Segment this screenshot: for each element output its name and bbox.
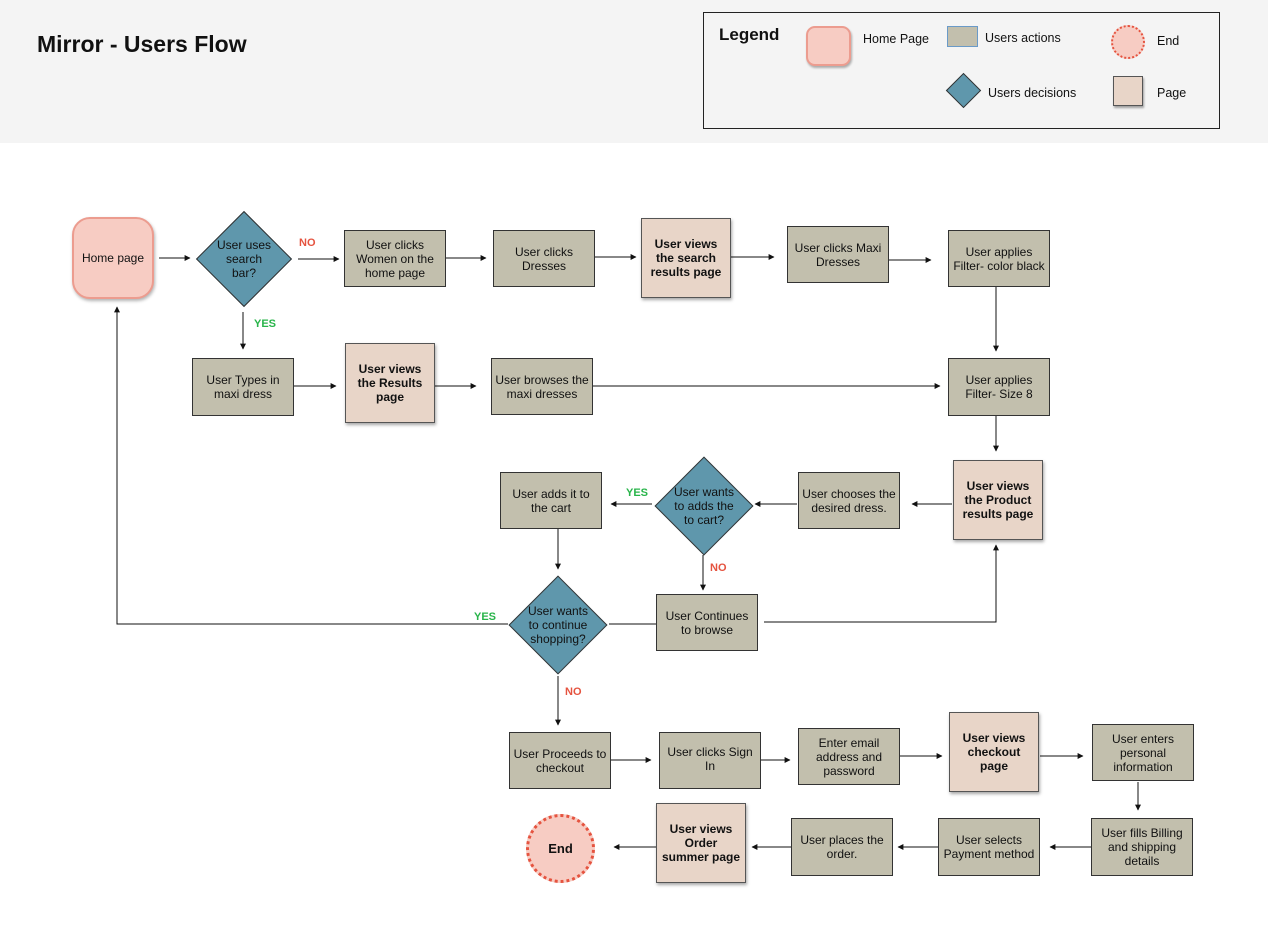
legend: Legend Home Page Users actions End Users… xyxy=(703,12,1220,129)
node-end: End xyxy=(526,814,595,883)
legend-action-swatch xyxy=(947,26,978,47)
legend-home-label: Home Page xyxy=(863,32,930,46)
node-places-order: User places the order. xyxy=(791,818,893,876)
arrow-continue-yes-to-home xyxy=(114,306,508,625)
decision-add-to-cart-text: User wants to adds the to cart? xyxy=(673,485,735,527)
node-views-order-summary: User views Order summer page xyxy=(656,803,746,883)
node-proceeds-checkout: User Proceeds to checkout xyxy=(509,732,611,789)
arrow-browse-to-product xyxy=(764,544,999,623)
node-continues-browse: User Continues to browse xyxy=(656,594,758,651)
decision-search-bar-text: User uses search bar? xyxy=(216,238,272,280)
legend-decision-label: Users decisions xyxy=(988,86,1077,100)
diagram-title: Mirror - Users Flow xyxy=(37,31,247,57)
node-views-search-results: User views the search results page xyxy=(641,218,731,298)
node-clicks-sign-in: User clicks Sign In xyxy=(659,732,761,789)
legend-home-swatch xyxy=(806,26,851,66)
label-cart-yes: YES xyxy=(626,487,649,499)
label-continue-no: NO xyxy=(565,686,582,698)
legend-end-swatch xyxy=(1111,25,1145,59)
node-browses-maxi: User browses the maxi dresses xyxy=(491,358,593,415)
node-enter-email: Enter email address and password xyxy=(798,728,900,785)
node-clicks-maxi-dresses: User clicks Maxi Dresses xyxy=(787,226,889,283)
node-fills-billing: User fills Billing and shipping details xyxy=(1091,818,1193,876)
label-search-yes: YES xyxy=(254,318,277,330)
legend-page-label: Page xyxy=(1157,86,1187,100)
decision-continue-shopping-text: User wants to continue shopping? xyxy=(527,604,589,646)
label-search-no: NO xyxy=(299,237,316,249)
decision-continue-shopping: User wants to continue shopping? xyxy=(508,575,608,675)
label-cart-no: NO xyxy=(710,562,727,574)
node-home-page: Home page xyxy=(72,217,154,299)
header-band: Mirror - Users Flow Legend Home Page Use… xyxy=(0,0,1268,143)
node-clicks-dresses: User clicks Dresses xyxy=(493,230,595,287)
label-continue-yes: YES xyxy=(474,611,497,623)
decision-add-to-cart: User wants to adds the to cart? xyxy=(654,456,754,556)
node-views-product-results: User views the Product results page xyxy=(953,460,1043,540)
node-types-maxi: User Types in maxi dress xyxy=(192,358,294,416)
node-views-results: User views the Results page xyxy=(345,343,435,423)
node-adds-to-cart: User adds it to the cart xyxy=(500,472,602,529)
decision-search-bar: User uses search bar? xyxy=(195,210,293,308)
node-filter-size: User applies Filter- Size 8 xyxy=(948,358,1050,416)
node-views-checkout: User views checkout page xyxy=(949,712,1039,792)
legend-action-label: Users actions xyxy=(985,31,1061,45)
legend-title: Legend xyxy=(719,25,780,44)
node-enters-personal: User enters personal information xyxy=(1092,724,1194,781)
legend-end-label: End xyxy=(1157,34,1180,48)
legend-page-swatch xyxy=(1113,76,1143,106)
node-clicks-women: User clicks Women on the home page xyxy=(344,230,446,287)
node-selects-payment: User selects Payment method xyxy=(938,818,1040,876)
node-chooses-dress: User chooses the desired dress. xyxy=(798,472,900,529)
node-filter-color: User applies Filter- color black xyxy=(948,230,1050,287)
